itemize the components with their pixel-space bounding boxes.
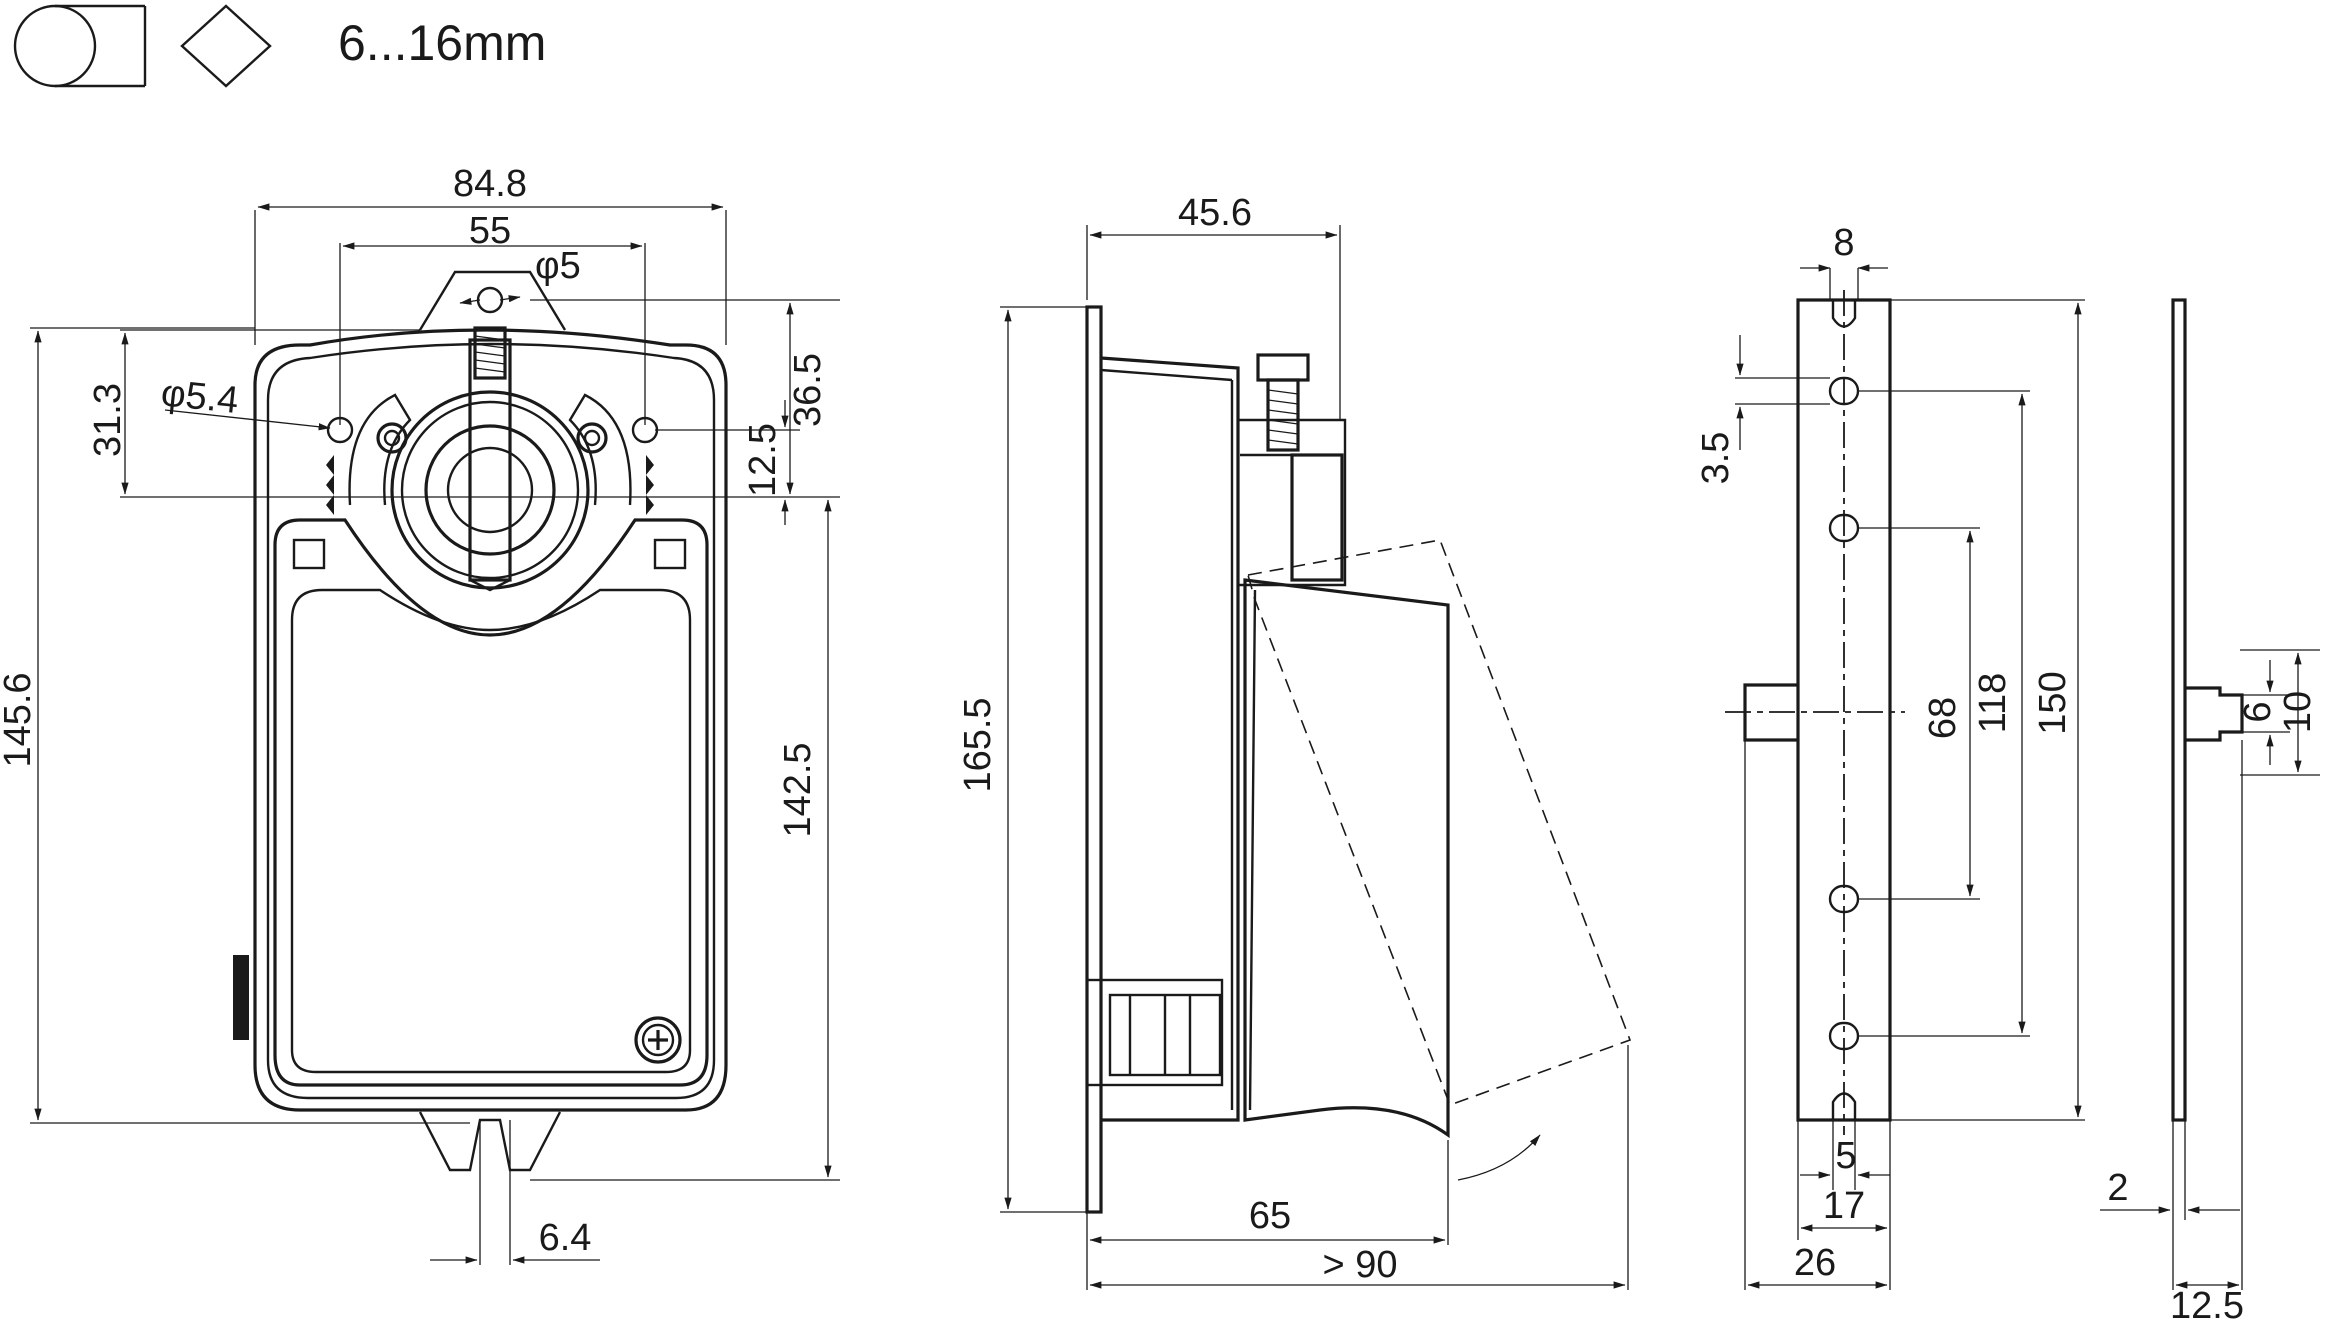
dim-hole-spacing: 55 [469,210,511,252]
dim-hole-offset-right: 36.5 [787,353,829,427]
shaft-range-label: 6...16mm [338,15,546,71]
screw-icon [634,1016,682,1064]
dim-thickness: 2 [2107,1167,2128,1209]
dim-spacing-68: 68 [1922,697,1964,739]
side-view [1085,305,1632,1214]
side-bolt-icon [1256,353,1310,452]
bracket-dimensions: 8 3.5 68 118 150 5 17 26 [1695,222,2085,1290]
dim-slot-height: 3.5 [1695,432,1737,485]
front-view-dimensions: 84.8 55 φ5 φ5.4 31.3 145.6 36.5 12.5 142… [0,163,840,1265]
dim-depth: 12.5 [2170,1285,2244,1322]
dim-height-total: 145.6 [0,672,39,767]
bracket-view [1725,290,1905,1135]
dim-spacing-118: 118 [1972,673,2014,734]
dim-clearance: > 90 [1322,1244,1397,1286]
dim-slot-bottom: 5 [1835,1135,1856,1177]
dim-depth-body: 65 [1249,1195,1291,1237]
front-view [233,270,728,1172]
dim-depth-top: 45.6 [1178,192,1252,234]
dim-width-17: 17 [1823,1185,1865,1227]
dim-side-height: 165.5 [957,697,999,792]
bracket-side-dimensions: 6 10 2 12.5 [2100,649,2320,1322]
dim-slot-width: 8 [1833,222,1854,264]
dim-hole-offset-left: 31.3 [87,383,129,457]
bolt-icon [473,326,507,380]
dim-length-150: 150 [2032,671,2074,734]
shaft-symbols [13,4,272,88]
side-view-dimensions: 45.6 165.5 65 > 90 [957,192,1629,1290]
dim-tab-10: 10 [2277,691,2319,733]
dim-top-hole-dia: φ5 [535,245,581,287]
dim-side-hole-dia: φ5.4 [159,372,240,422]
dim-width-total: 84.8 [453,163,527,205]
dim-bottom-slot: 6.4 [539,1217,592,1259]
dim-height-body: 142.5 [777,742,819,837]
dim-tab-6: 6 [2237,701,2279,722]
position-marks [326,455,654,515]
bracket-side-view [2171,298,2244,1122]
dim-width-26: 26 [1794,1242,1836,1284]
round-shaft-icon [13,4,97,88]
square-shaft-icon [55,4,272,88]
dim-hole-to-axis: 12.5 [742,423,784,497]
